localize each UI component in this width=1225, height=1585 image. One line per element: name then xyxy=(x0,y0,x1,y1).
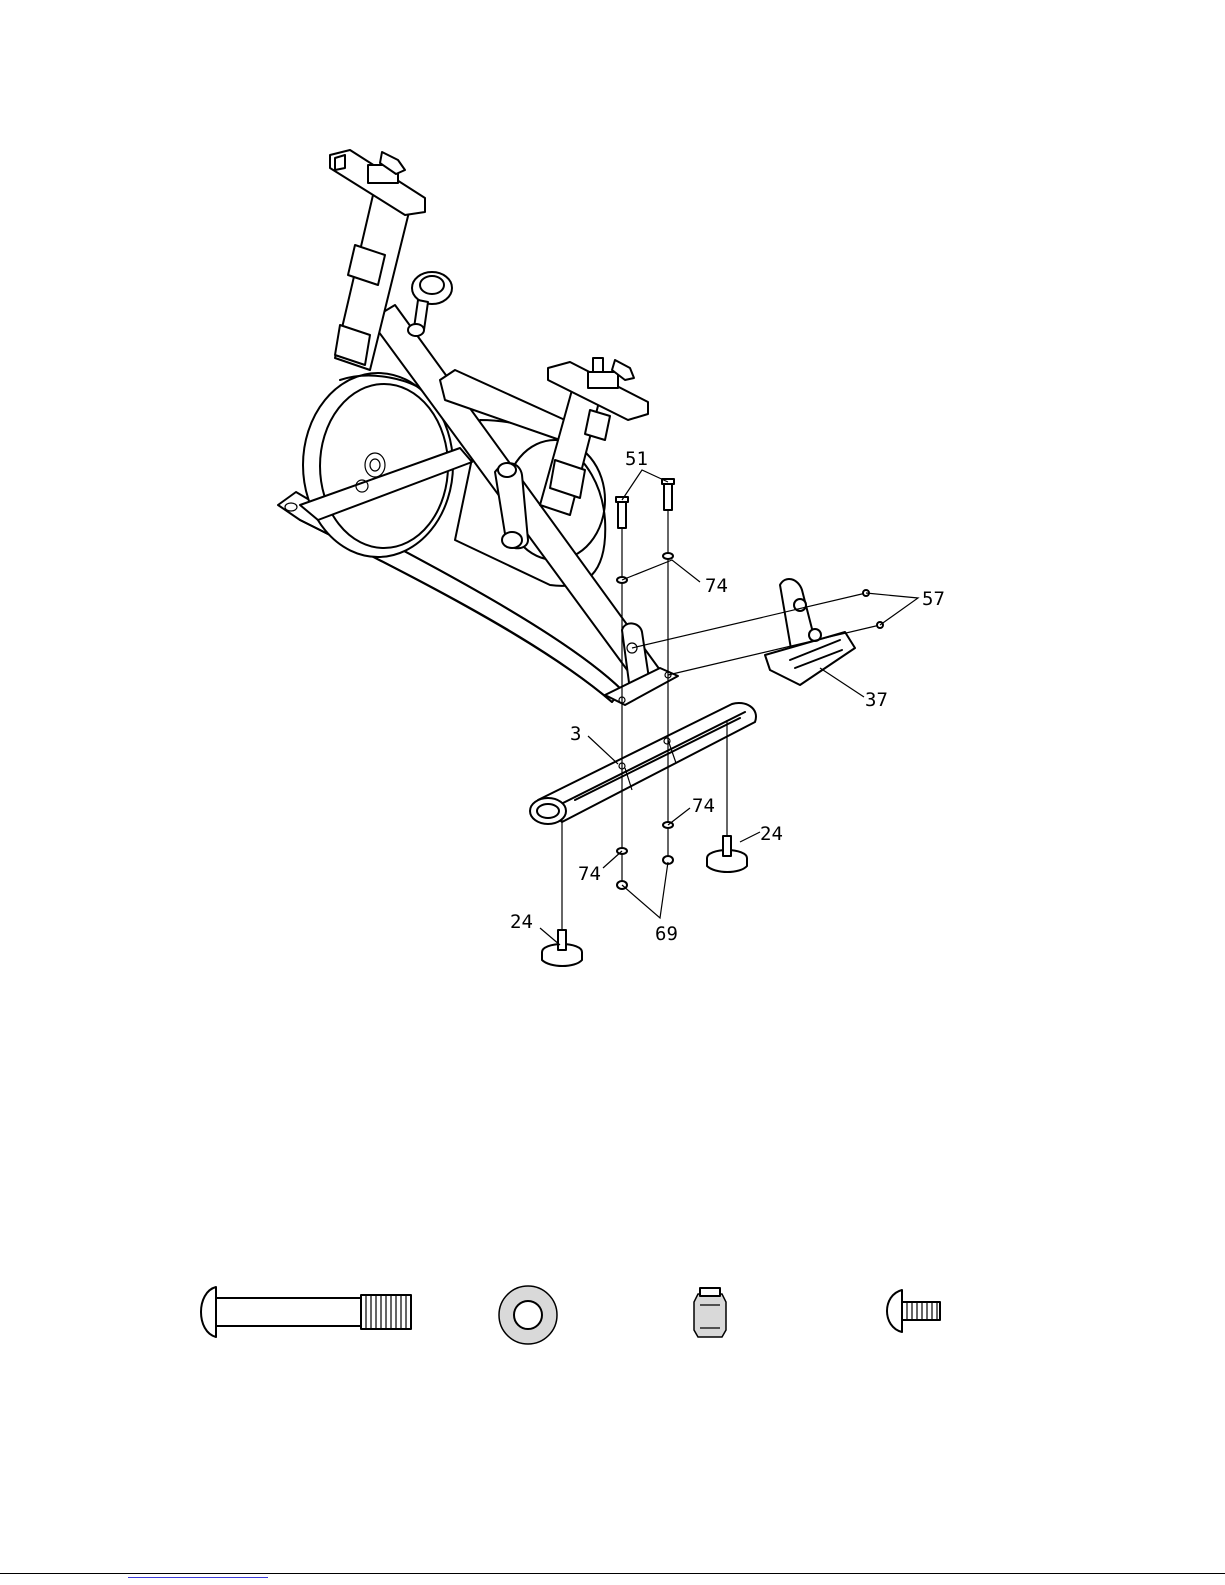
end-cap-part-37 xyxy=(765,579,855,685)
legend-nut xyxy=(694,1288,726,1337)
label-stabilizer-3: 3 xyxy=(570,723,581,745)
label-bolt-51: 51 xyxy=(625,448,648,470)
footer-rule xyxy=(0,1573,1225,1574)
hardware-legend xyxy=(201,1286,940,1344)
footer-link-underline[interactable] xyxy=(128,1577,268,1578)
label-washer-74-top: 74 xyxy=(705,575,728,597)
label-cap-57: 57 xyxy=(922,588,945,610)
label-end-cap-37: 37 xyxy=(865,689,888,711)
label-foot-24-left: 24 xyxy=(510,911,533,933)
legend-short-bolt xyxy=(887,1290,940,1332)
bike-frame xyxy=(278,150,678,705)
tension-knob xyxy=(408,272,452,336)
stabilizer-part-3 xyxy=(530,703,756,824)
label-foot-24-right: 24 xyxy=(760,823,783,845)
legend-washer xyxy=(499,1286,557,1344)
label-washer-74-left: 74 xyxy=(578,863,601,885)
label-washer-74-right: 74 xyxy=(692,795,715,817)
legend-bolt xyxy=(201,1287,411,1337)
label-nut-69: 69 xyxy=(655,923,678,945)
